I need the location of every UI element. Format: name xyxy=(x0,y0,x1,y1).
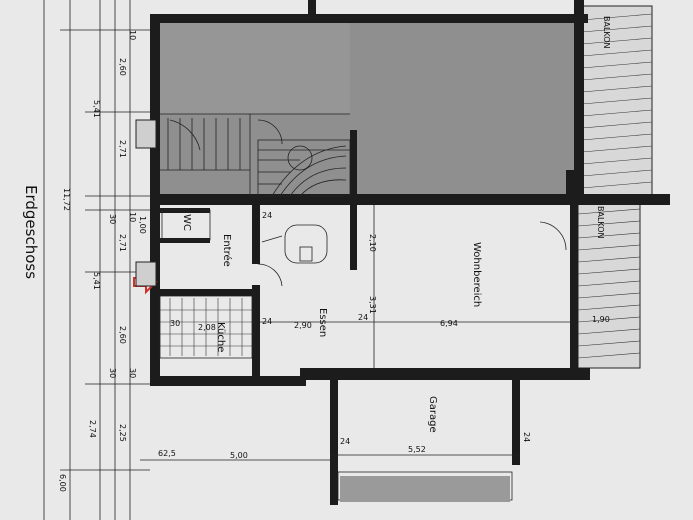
dim-1-90: 1,90 xyxy=(592,315,610,324)
entree-fixture-inner xyxy=(299,246,313,262)
dim-6-94: 6,94 xyxy=(440,319,458,328)
dim-62-5: 62,5 xyxy=(158,449,176,458)
dim-10-a: 10 xyxy=(128,30,137,40)
dim-3-31: 3,31 xyxy=(368,296,377,314)
dim-5-41-b: 5,41 xyxy=(92,272,101,290)
dim-6-00: 6,00 xyxy=(58,474,67,492)
door-swings xyxy=(169,119,567,287)
upper-room-shaded-edge xyxy=(160,22,350,114)
room-kueche: Küche xyxy=(215,322,226,352)
dim-30-d: 30 xyxy=(170,319,180,328)
dim-24-c: 24 xyxy=(358,313,368,322)
dim-30-a: 30 xyxy=(108,214,117,224)
room-essen: Essen xyxy=(317,308,328,337)
dim-2-60-a: 2,60 xyxy=(118,58,127,76)
room-balkon-top: BALKON xyxy=(602,16,611,49)
dim-2-71-b: 2,71 xyxy=(118,234,127,252)
dim-2-25: 2,25 xyxy=(118,424,127,442)
dim-2-74: 2,74 xyxy=(88,420,97,438)
garage-floor-strip xyxy=(340,476,510,502)
dim-24-a: 24 xyxy=(262,211,272,220)
title-erdgeschoss: Erdgeschoss xyxy=(22,185,40,279)
entree-fixture xyxy=(284,224,328,264)
room-garage: Garage xyxy=(427,396,438,433)
balcony-top xyxy=(581,5,653,197)
dim-2-08: 2,08 xyxy=(198,323,216,332)
dim-24-b: 24 xyxy=(262,317,272,326)
dim-30-c: 30 xyxy=(128,368,137,378)
room-wc: WC xyxy=(181,214,192,231)
shaft xyxy=(135,119,157,149)
dim-2-10: 2,10 xyxy=(368,234,377,252)
dim-30-b: 30 xyxy=(108,368,117,378)
kitchen-tiles xyxy=(160,298,252,356)
dim-1-00: 1,00 xyxy=(138,216,147,234)
room-entree: Entrée xyxy=(221,234,233,267)
dim-2-90: 2,90 xyxy=(294,321,312,330)
walls xyxy=(150,0,670,505)
shaft-2 xyxy=(135,261,157,287)
dimension-lines xyxy=(43,0,570,520)
dim-2-60-b: 2,60 xyxy=(118,326,127,344)
dim-24-d: 24 xyxy=(340,437,350,446)
dim-5-41-a: 5,41 xyxy=(92,100,101,118)
dim-24-e: 24 xyxy=(522,432,531,442)
dim-10-b: 10 xyxy=(128,212,137,222)
dim-11-72: 11,72 xyxy=(62,188,71,211)
room-balkon-bottom: BALKON xyxy=(596,206,605,239)
dim-5-00: 5,00 xyxy=(230,451,248,460)
dim-5-52: 5,52 xyxy=(408,445,426,454)
balcony-bottom xyxy=(577,199,641,369)
staircase xyxy=(167,118,351,197)
room-wohnbereich: Wohnbereich xyxy=(471,242,482,307)
dim-2-71-a: 2,71 xyxy=(118,140,127,158)
